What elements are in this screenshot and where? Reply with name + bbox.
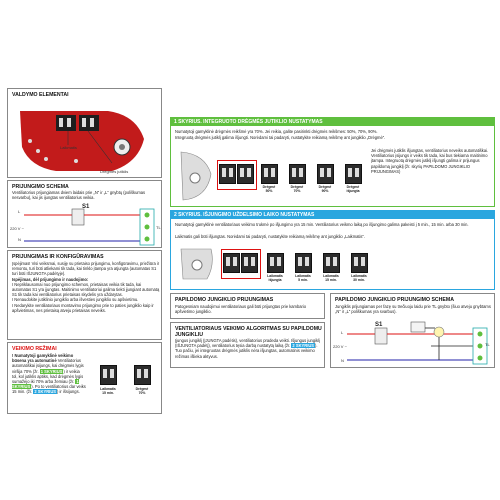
section1-switch-50 — [261, 164, 278, 184]
section2-label-15: Laikmatis 15 min. — [323, 274, 339, 282]
section1-switch-2 — [237, 164, 254, 184]
section1-switch-off — [345, 164, 362, 184]
section2-panel: 2 SKYRIUS. IŠJUNGIMO UŽDELSIMO LAIKO NUS… — [170, 210, 495, 290]
section1-label-50: Drėgmė 50% — [262, 185, 276, 193]
mode-switch-timer — [100, 365, 117, 385]
mode-switch-humidity-label: Drėgmė 70% — [135, 387, 149, 395]
wiring-panel: PRIJUNGIMO SCHEMA Ventiliatorius prijung… — [7, 180, 162, 248]
section1-device-image — [180, 151, 212, 201]
control-board-image — [20, 111, 144, 171]
scheme2-L: L — [341, 330, 344, 335]
section2-title: 2 SKYRIUS. IŠJUNGIMO UŽDELSIMO LAIKO NUS… — [171, 211, 494, 219]
scheme2-text: Jungiklis prijungiamas per fazę su treči… — [335, 304, 491, 315]
algo-text1: Įjungus jungiklį (ĮJUNGTA padėtis), vent… — [175, 338, 320, 349]
section1-label-off: Drėgmė išjungta — [346, 185, 360, 193]
section2-text2: Laikmatis gali būti išjungtas. Norėdami … — [175, 234, 365, 239]
modes-tag2: 2 SKYRIUS — [33, 389, 58, 395]
config-title: PRIJUNGIMAS IR KONFIGŪRAVIMAS — [12, 254, 104, 260]
mode-switch-timer-label: Laikmatis 15 min. — [100, 387, 116, 395]
wiring-text: Ventiliatorius prijungiamas dviem laidai… — [12, 190, 146, 201]
config-p3: I Nepriklausomai nuo prijungimo schemos,… — [12, 281, 160, 298]
config-p4: I Nenaudokite jutiklinio jungiklio arba … — [12, 297, 139, 303]
config-panel: PRIJUNGIMAS IR KONFIGŪRAVIMAS Įspėjimas!… — [7, 250, 162, 340]
extra-title: PAPILDOMO JUNGIKLIO PRIJUNGIMAS — [175, 297, 274, 303]
section2-switch-15 — [323, 253, 340, 273]
section2-label-30: Laikmatis 30 min. — [351, 274, 367, 282]
section2-device-image — [180, 248, 213, 280]
humidity-label: Drėgmės jutiklis — [100, 169, 129, 174]
wiring-voltage: 220 V ~ — [10, 226, 24, 231]
algo-panel: VENTILIATORIAUS VEIKIMO ALGORITMAS SU PA… — [170, 322, 325, 368]
section1-label-90: Drėgmė 90% — [318, 185, 332, 193]
section2-switch-off — [267, 253, 284, 273]
section2-label-off: Laikmatis išjungta — [267, 274, 283, 282]
section2-text1: Numatytoji gamyklinė ventiliatoriaus vei… — [175, 222, 469, 227]
mode-switch-humidity — [134, 365, 151, 385]
modes-text4: ). Po to ventiliatorius dar veiks 15 min… — [12, 384, 86, 395]
wiring-title: PRIJUNGIMO SCHEMA — [12, 184, 69, 190]
section1-switch-1 — [219, 164, 236, 184]
config-p2: Ispėjimas, dėl prijungimo ir naudojimo: — [12, 276, 89, 282]
timer-label: Laikmatis — [60, 145, 77, 150]
section2-highlight — [221, 249, 261, 279]
algo-text: Įjungus jungiklį (ĮJUNGTA padėtis), vent… — [175, 338, 323, 359]
section1-text1: Numatytoji gamyklinė drėgmės reikšmė yra… — [175, 129, 378, 134]
modes-panel: VEIKIMO REŽIMAI ! Numatytoji gamyklinė v… — [7, 342, 162, 414]
controls-panel: VALDYMO ELEMENTAI Laikmatis Drėgmės juti… — [7, 88, 162, 178]
modes-text5: ) ir išsijungs. — [57, 389, 80, 395]
controls-title: VALDYMO ELEMENTAI — [12, 92, 69, 98]
wiring-diagram — [24, 208, 155, 246]
algo-tag: 2 SKYRIUS — [291, 343, 316, 349]
wiring-L: L — [18, 209, 21, 214]
config-p1: Įspėjimas! Visi veiksmai, susiję su prie… — [12, 261, 160, 277]
section1-text3: Jei drėgmės jutiklis išjungtas, ventilia… — [371, 148, 489, 174]
section1-panel: 1 SKYRIUS. INTEGRUOTO DRĖGMĖS JUTIKLIO N… — [170, 117, 495, 207]
section2-switch-5 — [295, 253, 312, 273]
section2-switch-1 — [223, 253, 240, 273]
wiring-s1: S1 — [82, 204, 90, 210]
section1-text2: Integruotą drėgmės jutiklį galima išjung… — [175, 135, 386, 140]
modes-text3: ) ir veikia tol, kol jutiklis aptiks, ka… — [12, 368, 84, 385]
scheme2-diagram — [347, 321, 488, 365]
config-text: Įspėjimas! Visi veiksmai, susiję su prie… — [12, 261, 160, 313]
scheme2-TL: TL — [485, 342, 490, 347]
modes-title: VEIKIMO REŽIMAI — [12, 346, 57, 352]
section1-title: 1 SKYRIUS. INTEGRUOTO DRĖGMĖS JUTIKLIO N… — [171, 118, 494, 126]
section1-label-70: Drėgmė 70% — [290, 185, 304, 193]
section1-highlight — [217, 160, 257, 190]
modes-text1: ! Numatytoji gamyklinė veikimo būsena yr… — [12, 353, 74, 364]
section1-switch-70 — [289, 164, 306, 184]
extra-text: Patogesniam naudojimui ventiliatoriaus g… — [175, 304, 307, 315]
section2-switch-30 — [351, 253, 368, 273]
scheme2-panel: PAPILDOMO JUNGIKLIO PRIJUNGIMO SCHEMA Ju… — [330, 293, 495, 368]
modes-text: ! Numatytoji gamyklinė veikimo būsena yr… — [12, 353, 86, 395]
wiring-TL: TL — [156, 225, 161, 230]
section1-switch-90 — [317, 164, 334, 184]
section2-switch-2 — [241, 253, 258, 273]
scheme2-title: PAPILDOMO JUNGIKLIO PRIJUNGIMO SCHEMA — [335, 297, 454, 303]
algo-title: VENTILIATORIAUS VEIKIMO ALGORITMAS SU PA… — [175, 326, 322, 338]
scheme2-voltage: 220 V ~ — [333, 344, 347, 349]
config-p5: I Nedarykite ventiliatoriaus montavimo p… — [12, 302, 154, 313]
modes-text2: Ventiliatorius automatiškai įsijungs, ka… — [12, 358, 84, 374]
wiring-N: N — [18, 237, 21, 242]
scheme2-s1: S1 — [375, 322, 383, 328]
extra-switch-panel: PAPILDOMO JUNGIKLIO PRIJUNGIMAS Patogesn… — [170, 293, 325, 319]
scheme2-N: N — [341, 358, 344, 363]
section2-label-5: Laikmatis 5 min. — [295, 274, 311, 282]
algo-text2: ). Tuo pačiu, jei integruotas drėgmės ju… — [175, 343, 318, 359]
modes-tag1: 1 SKYRIUS — [39, 368, 64, 374]
